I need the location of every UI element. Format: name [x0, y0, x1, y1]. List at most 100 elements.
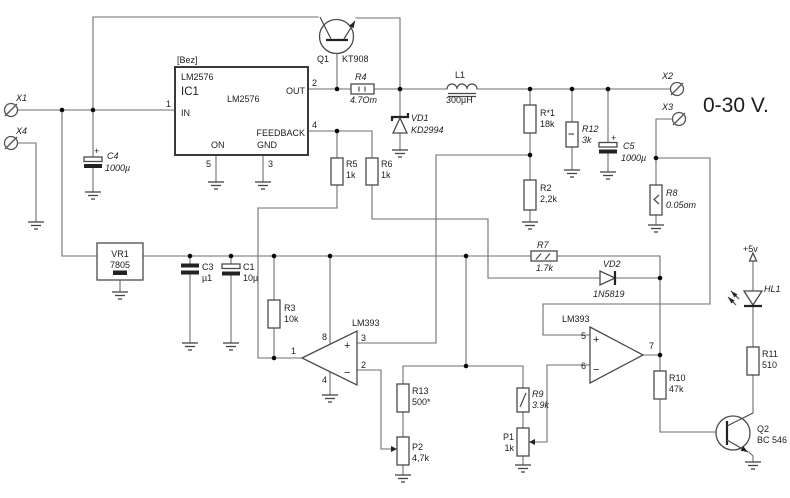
ic1-pin2-number: 2 [312, 78, 317, 88]
ground-q2 [744, 461, 762, 470]
r8-resistor [649, 184, 663, 216]
ic1-bez-label: [Bez] [177, 55, 198, 65]
r7-marks [535, 253, 551, 260]
c5-plate-pos [598, 141, 618, 148]
r12-value-label: 3k [582, 135, 592, 145]
ground-c1 [222, 342, 240, 351]
vr1-tab [113, 270, 127, 275]
r9-value-label: 3.9k [532, 400, 550, 410]
l1-ref-label: L1 [455, 70, 465, 80]
vd2-anode-triangle [599, 269, 617, 287]
comparator1-pin2-number: 2 [361, 360, 366, 370]
c1-capacitor [221, 263, 241, 276]
c1-value-label: 10µ [243, 273, 258, 283]
r6-value-label: 1k [381, 170, 391, 180]
r7-resistor [530, 250, 558, 262]
q2-ref-label: Q2 [757, 424, 769, 434]
r7-value-label: 1.7k [536, 263, 554, 273]
comparator1-body [300, 329, 358, 387]
hl1-ref-label: HL1 [764, 284, 781, 294]
vd1-ref-label: VD1 [411, 113, 429, 123]
c5-plate-neg [599, 149, 617, 154]
r4-value-label: 4.7Om [350, 95, 378, 105]
ground-r12 [563, 169, 581, 178]
ic1-pin-feedback-label: FEEDBACK [256, 128, 305, 138]
c5-plus-sign: + [611, 133, 616, 143]
r5-value-label: 1k [346, 170, 356, 180]
p1-value-label: 1k [504, 443, 514, 453]
wires [17, 16, 754, 476]
r9-ref-label: R9 [532, 389, 544, 399]
x3-label: X3 [661, 102, 673, 112]
ic1-chip-label: LM2576 [181, 72, 214, 82]
vd1-value-label: KD2994 [411, 125, 444, 135]
r11-resistor [746, 346, 760, 376]
ground-r8 [647, 224, 665, 233]
p1-ref-label: P1 [503, 432, 514, 442]
r8-mark [653, 194, 660, 205]
c3-plate-bottom [181, 270, 199, 275]
junction-dots [59, 86, 663, 369]
q2-body [715, 415, 751, 451]
q2-emitter-arrow [740, 446, 748, 452]
c5-value-label: 1000µ [621, 153, 646, 163]
c1-plate-neg [222, 271, 240, 276]
ic1-chip2-label: LM2576 [227, 94, 260, 104]
hl1-supply-label: +5v [743, 244, 758, 254]
vr1-value-label: 7805 [110, 260, 130, 270]
ground-c5 [599, 171, 617, 180]
p1-wiper-arrow [529, 439, 535, 445]
ic1-pin5-number: 5 [206, 159, 211, 169]
r10-value-label: 47k [669, 384, 684, 394]
c3-plate-top [181, 263, 199, 268]
c1-ref-label: C1 [243, 262, 255, 272]
supply-arrow-icon [748, 251, 758, 262]
c5-ref-label: C5 [623, 141, 635, 151]
r11-ref-label: R11 [762, 349, 778, 359]
r13-value-label: 500* [412, 397, 431, 407]
c4-capacitor [83, 156, 103, 168]
ground-c4 [84, 191, 102, 200]
ic1-regulator-body [174, 66, 309, 156]
c1-plate-pos [221, 263, 241, 270]
r9-mark [519, 392, 527, 408]
r13-ref-label: R13 [412, 386, 429, 396]
c5-capacitor [598, 141, 618, 154]
r7-ref-label: R7 [537, 240, 549, 250]
ground-vr1 [111, 291, 129, 300]
comparator2-body [589, 325, 645, 385]
r3-ref-label: R3 [284, 303, 296, 313]
q1-body [318, 18, 355, 55]
vd1-diode [390, 113, 410, 134]
ic1-ref-label: IC1 [181, 86, 199, 98]
comparator1-pin3-number: 3 [361, 333, 366, 343]
wires-comparator1-section [257, 184, 661, 476]
comparator2-pin5-number: 5 [581, 331, 586, 341]
ic1-pin-on-label: ON [211, 140, 225, 150]
p2-potentiometer [396, 436, 410, 466]
r11-value-label: 510 [762, 360, 777, 370]
ground-p2 [394, 474, 412, 483]
hl1-triangle [742, 290, 764, 307]
vr1-ref-label: VR1 [111, 249, 129, 259]
q2-value-label: BC 546 [757, 435, 787, 445]
comparator1-pin1-number: 1 [291, 346, 296, 356]
r5-ref-label: R5 [346, 159, 358, 169]
l1-inductor [446, 83, 478, 98]
vd1-anode-triangle [391, 116, 409, 134]
r5-resistor [330, 157, 344, 186]
vd2-ref-label: VD2 [603, 259, 621, 269]
c4-value-label: 1000µ [105, 163, 130, 173]
wires-comparator2-section [533, 260, 754, 463]
wires-5v-rail [142, 255, 661, 367]
r4-ref-label: R4 [355, 72, 367, 82]
x1-label: X1 [15, 93, 27, 103]
r4-resistor [350, 83, 375, 95]
l1-value-label: 300µH [446, 95, 473, 105]
output-voltage-title: 0-30 V. [703, 94, 769, 117]
comparator2-name-label: LM393 [562, 314, 590, 324]
r13-resistor [396, 383, 410, 413]
comparator2-pin7-number: 7 [649, 341, 654, 351]
vd2-value-label: 1N5819 [593, 289, 625, 299]
